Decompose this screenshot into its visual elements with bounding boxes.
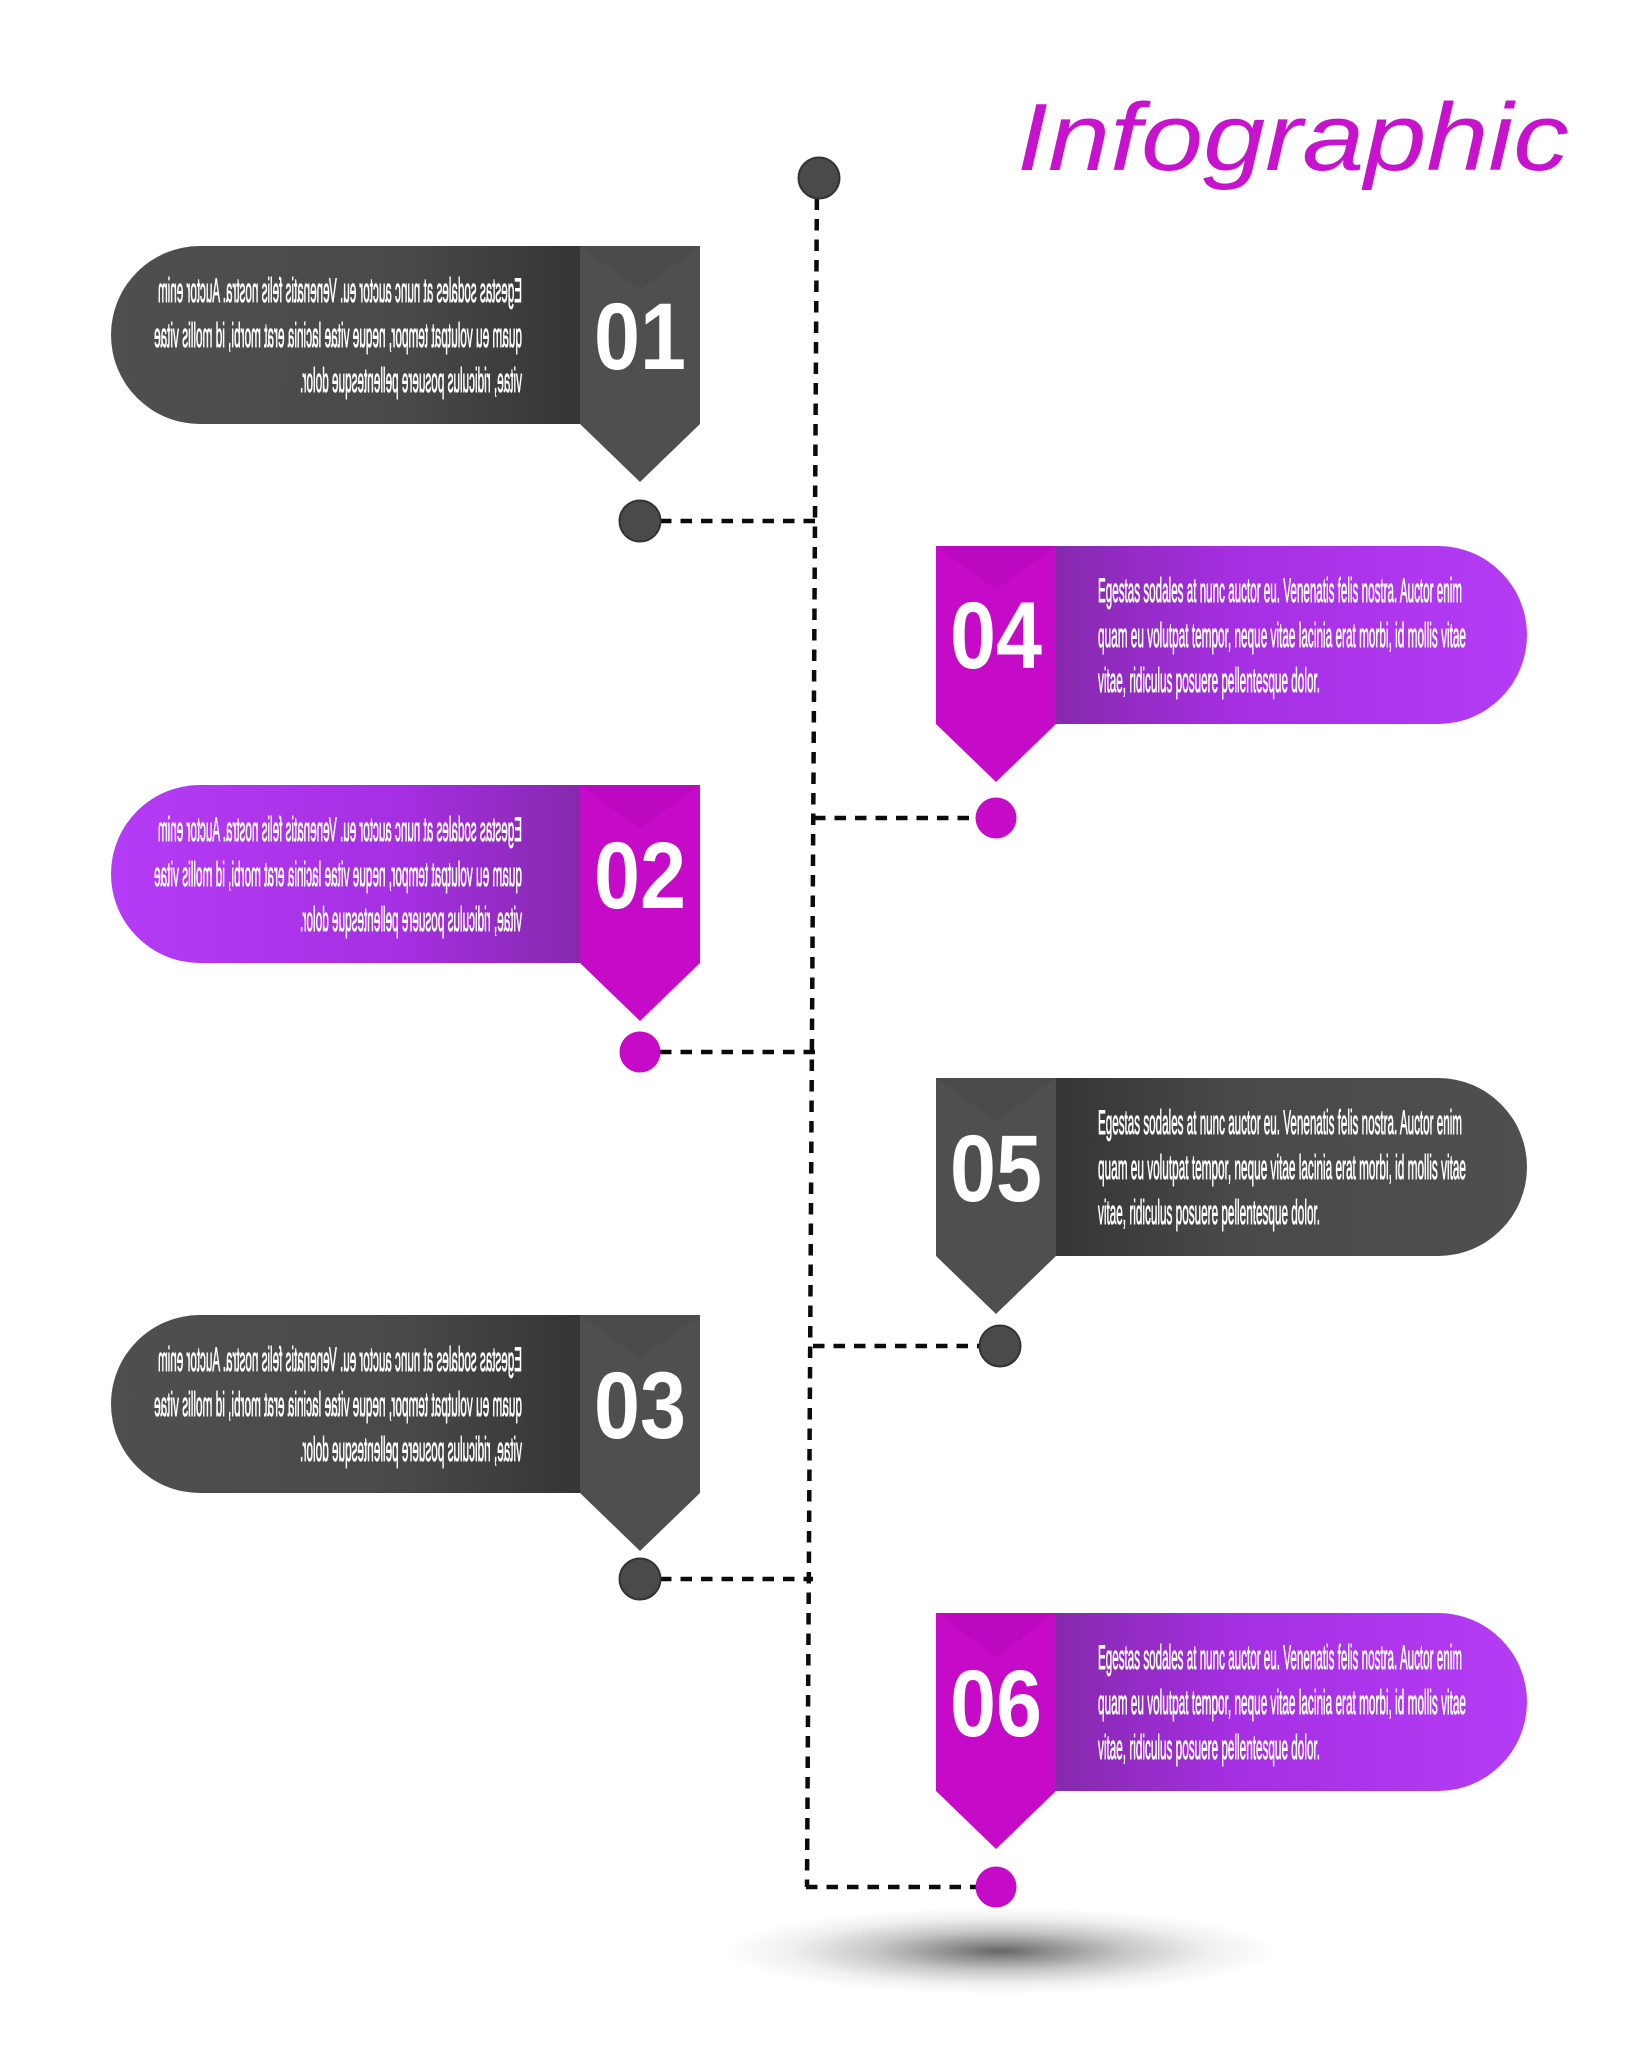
svg-text:Egestas sodales at nunc auctor: Egestas sodales at nunc auctor eu. Venen…: [1098, 1639, 1462, 1677]
svg-text:04: 04: [950, 583, 1042, 689]
svg-text:Egestas sodales at nunc auctor: Egestas sodales at nunc auctor eu. Venen…: [158, 811, 522, 849]
svg-text:vitae, ridiculus posuere pelle: vitae, ridiculus posuere pellentesque do…: [300, 901, 522, 939]
svg-text:quam eu volutpat tempor, neque: quam eu volutpat tempor, neque vitae lac…: [154, 1386, 522, 1424]
svg-text:01: 01: [594, 284, 686, 390]
svg-text:vitae, ridiculus posuere pelle: vitae, ridiculus posuere pellentesque do…: [1098, 1729, 1320, 1767]
svg-text:vitae, ridiculus posuere pelle: vitae, ridiculus posuere pellentesque do…: [1098, 662, 1320, 700]
svg-text:03: 03: [594, 1353, 686, 1459]
svg-text:vitae, ridiculus posuere pelle: vitae, ridiculus posuere pellentesque do…: [300, 362, 522, 400]
svg-text:Egestas sodales at nunc auctor: Egestas sodales at nunc auctor eu. Venen…: [1098, 572, 1462, 610]
svg-text:Egestas sodales at nunc auctor: Egestas sodales at nunc auctor eu. Venen…: [158, 1341, 522, 1379]
svg-text:02: 02: [594, 823, 686, 929]
svg-text:05: 05: [950, 1116, 1042, 1222]
svg-text:06: 06: [950, 1651, 1042, 1757]
svg-text:Egestas sodales at nunc auctor: Egestas sodales at nunc auctor eu. Venen…: [158, 272, 522, 310]
svg-text:Egestas sodales at nunc auctor: Egestas sodales at nunc auctor eu. Venen…: [1098, 1104, 1462, 1142]
svg-text:quam eu volutpat tempor, neque: quam eu volutpat tempor, neque vitae lac…: [1098, 1684, 1466, 1722]
svg-text:quam eu volutpat tempor, neque: quam eu volutpat tempor, neque vitae lac…: [154, 317, 522, 355]
svg-text:vitae, ridiculus posuere pelle: vitae, ridiculus posuere pellentesque do…: [1098, 1194, 1320, 1232]
svg-text:quam eu volutpat tempor, neque: quam eu volutpat tempor, neque vitae lac…: [154, 856, 522, 894]
svg-text:quam eu volutpat tempor, neque: quam eu volutpat tempor, neque vitae lac…: [1098, 617, 1466, 655]
svg-text:Infographic: Infographic: [1017, 84, 1569, 191]
svg-text:quam eu volutpat tempor, neque: quam eu volutpat tempor, neque vitae lac…: [1098, 1149, 1466, 1187]
svg-text:vitae, ridiculus posuere pelle: vitae, ridiculus posuere pellentesque do…: [300, 1431, 522, 1469]
